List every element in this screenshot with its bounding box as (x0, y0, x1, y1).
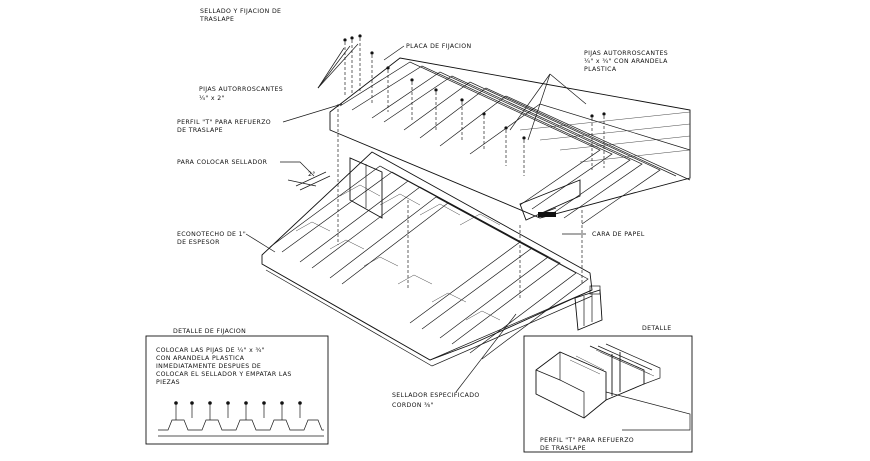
label-perfil-detalle-line2: DE TRASLAPE (540, 445, 586, 452)
label-perfil-line1: PERFIL "T" PARA REFUERZO (177, 119, 271, 126)
label-angle: 2° (308, 170, 316, 178)
label-colocar-line4: COLOCAR EL SELLADOR Y EMPATAR LAS (156, 371, 292, 378)
label-pijas-left-line1: PIJAS AUTORROSCANTES (199, 86, 283, 93)
label-sellador-line2: CORDON ⅜" (392, 402, 434, 409)
label-cara-papel: CARA DE PAPEL (592, 231, 645, 238)
label-detalle-fijacion: DETALLE DE FIJACION (173, 328, 246, 335)
label-perfil-detalle-line1: PERFIL "T" PARA REFUERZO (540, 437, 634, 444)
label-pijas-left-line2: ¼" x 2" (199, 95, 225, 102)
label-detalle: DETALLE (642, 325, 671, 332)
label-econotecho-line1: ECONOTECHO DE 1" (177, 231, 246, 238)
label-pijas-right-line1: PIJAS AUTORROSCANTES (584, 50, 668, 57)
label-sellado-line1: SELLADO Y FIJACION DE (200, 8, 281, 15)
label-econotecho-line2: DE ESPESOR (177, 239, 220, 246)
label-colocar-line1: COLOCAR LAS PIJAS DE ¼" x ¾" (156, 347, 265, 354)
label-placa: PLACA DE FIJACION (406, 43, 471, 50)
leader-lines (245, 43, 691, 431)
label-para-colocar: PARA COLOCAR SELLADOR (177, 159, 268, 166)
label-sellador-line1: SELLADOR ESPECIFICADO (392, 392, 480, 399)
self-tapping-screws (343, 34, 606, 176)
label-pijas-right-line2: ¼" x ¾" CON ARANDELA (584, 58, 668, 65)
label-pijas-right-line3: PLASTICA (584, 66, 617, 73)
upper-roof-panel (329, 57, 691, 225)
annotation-labels: SELLADO Y FIJACION DE TRASLAPE PLACA DE … (156, 8, 671, 452)
slope-angle-mark (295, 171, 331, 191)
label-colocar-line5: PIEZAS (156, 379, 180, 386)
fixation-detail-box (145, 335, 329, 445)
guide-lines (337, 104, 583, 300)
label-colocar-line3: INMEDIATAMENTE DESPUES DE (156, 363, 261, 370)
label-colocar-line2: CON ARANDELA PLASTICA (156, 355, 245, 362)
t-profile-detail-box (523, 335, 693, 453)
label-perfil-line2: DE TRASLAPE (177, 127, 223, 134)
label-sellado-line2: TRASLAPE (199, 16, 234, 23)
lower-roof-panel (261, 151, 603, 367)
